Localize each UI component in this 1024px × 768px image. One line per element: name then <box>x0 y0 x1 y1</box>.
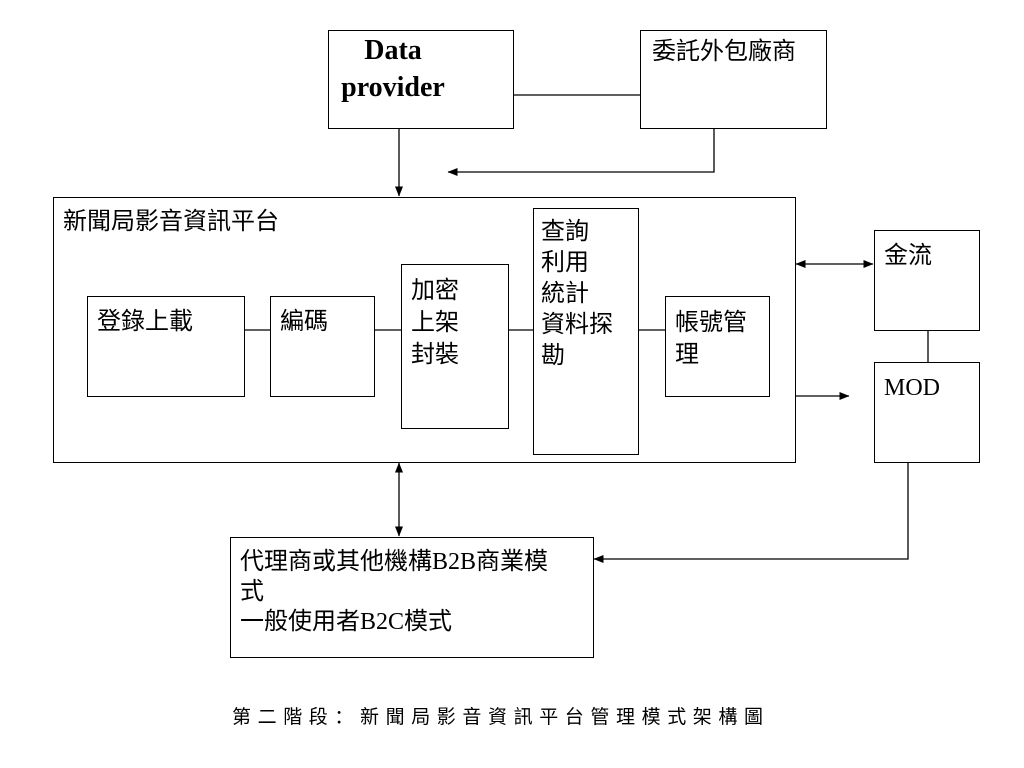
data-provider-label: Data provider <box>338 32 448 106</box>
data-provider-box: Data provider <box>328 30 514 129</box>
mod-box: MOD <box>874 362 980 463</box>
module-account-management-label: 帳號管 理 <box>675 307 747 371</box>
module-encoding-label: 編碼 <box>280 307 328 338</box>
data-provider-label-line: provider <box>341 72 445 103</box>
diagram-caption: 第二階段：新聞局影音資訊平台管理模式架構圖 <box>232 707 770 728</box>
module-label-line: 封裝 <box>411 342 459 368</box>
module-label-line: 理 <box>675 342 699 368</box>
business-models-label-line: 代理商或其他機構B2B商業模 <box>240 549 549 575</box>
module-register-upload-box: 登錄上載 <box>87 296 245 397</box>
outsourcing-vendor-box: 委託外包廠商 <box>640 30 827 129</box>
cash-flow-label: 金流 <box>884 243 932 269</box>
module-query-statistics-mining-box: 查詢 利用 統計 資料探 勘 <box>533 208 639 455</box>
module-label-line: 查詢 <box>541 219 589 245</box>
module-label-line: 編碼 <box>280 309 328 335</box>
mod-label: MOD <box>884 375 941 401</box>
module-label-line: 勘 <box>541 343 565 369</box>
module-encrypt-publish-package-label: 加密 上架 封裝 <box>411 275 459 371</box>
arrow-vendor-return <box>447 128 715 176</box>
business-models-label: 代理商或其他機構B2B商業模 式 一般使用者B2C模式 <box>240 547 548 637</box>
module-label-line: 資料探 <box>541 312 613 338</box>
module-label-line: 帳號管 <box>675 310 747 336</box>
module-label-line: 利用 <box>541 250 589 276</box>
module-account-management-box: 帳號管 理 <box>665 296 770 397</box>
business-models-label-line: 式 <box>240 579 264 605</box>
business-models-label-line: 一般使用者B2C模式 <box>240 609 453 635</box>
data-provider-label-line: Data <box>364 35 422 66</box>
business-models-box: 代理商或其他機構B2B商業模 式 一般使用者B2C模式 <box>230 537 594 658</box>
module-label-line: 登錄上載 <box>97 309 193 335</box>
module-label-line: 加密 <box>411 278 459 304</box>
platform-box: 新聞局影音資訊平台 登錄上載 編碼 加密 上架 封裝 查詢 利用 統計 資料探 <box>53 197 796 463</box>
platform-title: 新聞局影音資訊平台 <box>63 209 279 235</box>
module-encoding-box: 編碼 <box>270 296 375 397</box>
module-register-upload-label: 登錄上載 <box>97 307 193 338</box>
outsourcing-vendor-label: 委託外包廠商 <box>652 39 796 65</box>
module-encrypt-publish-package-box: 加密 上架 封裝 <box>401 264 509 429</box>
module-label-line: 統計 <box>541 281 589 307</box>
cash-flow-box: 金流 <box>874 230 980 331</box>
arrow-mod-to-business-models <box>593 462 909 563</box>
module-query-statistics-mining-label: 查詢 利用 統計 資料探 勘 <box>541 217 613 372</box>
module-label-line: 上架 <box>411 310 459 336</box>
